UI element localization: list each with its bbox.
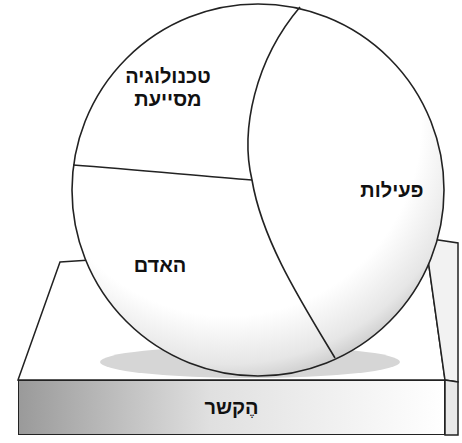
pedestal-front: הֶקשר bbox=[18, 380, 445, 435]
region-divider bbox=[248, 7, 335, 358]
region-label: האדם bbox=[105, 254, 215, 277]
region-label: פעילות bbox=[337, 179, 447, 202]
pedestal-side-front bbox=[445, 380, 458, 435]
region-label: טכנולוגיה מסייעת bbox=[98, 65, 238, 111]
node-text: טכנולוגיה מסייעת bbox=[98, 65, 238, 111]
node-text: האדם bbox=[105, 254, 215, 277]
node-text: פעילות bbox=[337, 179, 447, 202]
node-text: הֶקשר bbox=[204, 396, 258, 419]
region-divider bbox=[73, 165, 252, 180]
